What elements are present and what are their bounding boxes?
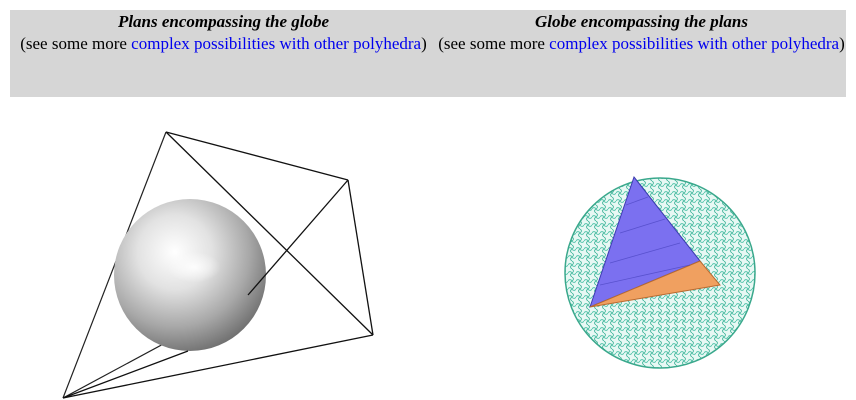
tetrahedron-face-orange <box>589 260 721 308</box>
description-prefix: (see some more <box>20 34 132 53</box>
column-title: Globe encompassing the plans <box>535 12 748 31</box>
tetrahedron-around-sphere-figure <box>62 131 374 399</box>
header-cell-plans-encompassing-globe: Plans encompassing the globe (see some m… <box>10 10 437 97</box>
complex-possibilities-link[interactable]: complex possibilities with other polyhed… <box>549 34 840 53</box>
description-prefix: (see some more <box>438 34 550 53</box>
column-description: (see some more complex possibilities wit… <box>10 33 437 55</box>
complex-possibilities-link[interactable]: complex possibilities with other polyhed… <box>131 34 422 53</box>
face-mesh-lines <box>599 196 691 286</box>
sphere-around-tetrahedron-figure <box>564 175 756 369</box>
column-title: Plans encompassing the globe <box>117 12 330 31</box>
sphere-highlight <box>160 243 236 287</box>
description-suffix: ) <box>839 34 845 53</box>
header-cell-globe-encompassing-plans: Globe encompassing the plans (see some m… <box>437 10 846 97</box>
tetrahedron-front-edges <box>62 131 374 399</box>
description-suffix: ) <box>421 34 427 53</box>
column-description: (see some more complex possibilities wit… <box>437 33 846 55</box>
